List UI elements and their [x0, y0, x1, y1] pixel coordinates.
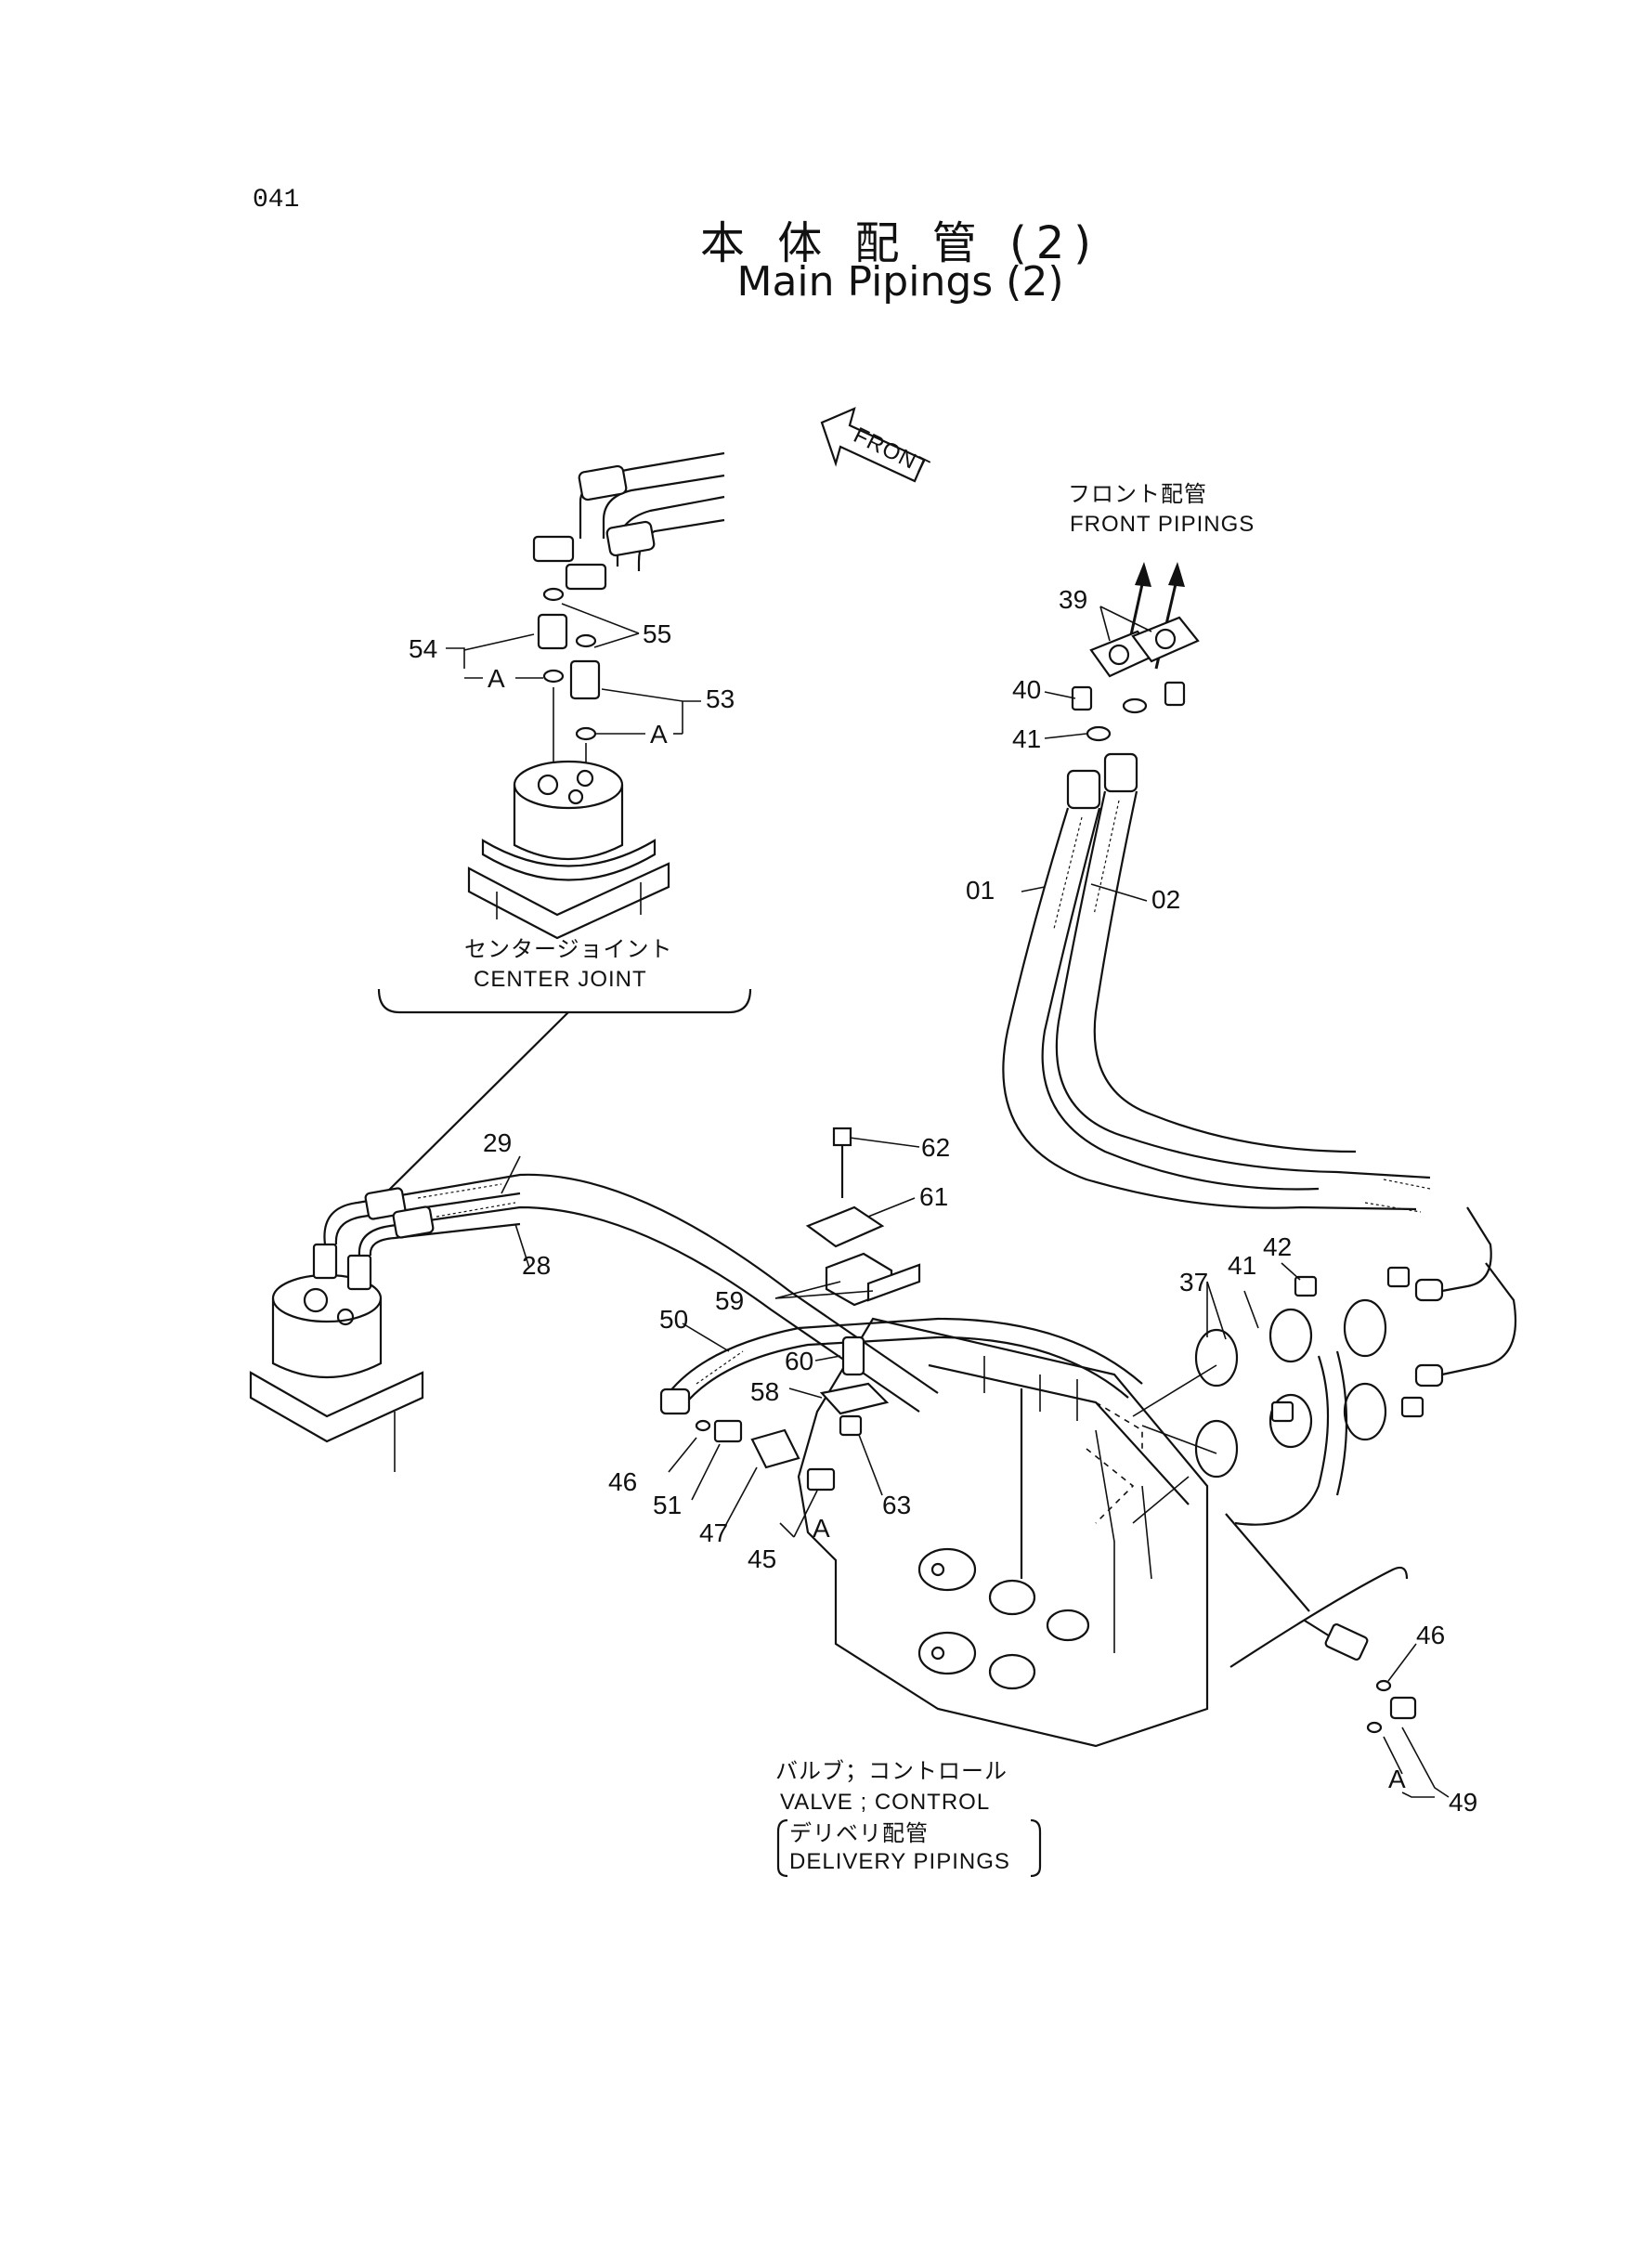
- callout-a-1: A: [488, 664, 505, 693]
- valve-caption-en: VALVE ; CONTROL: [780, 1790, 990, 1815]
- title-japanese: 本 体 配 管 (2): [699, 217, 1101, 269]
- callout-41-lower: 41: [1228, 1251, 1256, 1280]
- callout-55: 55: [643, 619, 671, 648]
- callout-37: 37: [1179, 1268, 1208, 1296]
- callout-61: 61: [919, 1182, 948, 1211]
- callout-01: 01: [966, 876, 995, 905]
- callout-63: 63: [882, 1491, 911, 1519]
- center-joint-caption-jp: センタージョイント: [464, 937, 673, 962]
- front-arrow-label: FRONT: [850, 423, 934, 481]
- callout-41-top: 41: [1012, 724, 1041, 753]
- delivery-caption-right-bracket: [1030, 1818, 1042, 1878]
- delivery-detail-leader: [1225, 1513, 1310, 1612]
- callout-46-left: 46: [608, 1467, 637, 1496]
- callout-02: 02: [1151, 885, 1180, 914]
- callout-a-4: A: [1388, 1765, 1406, 1793]
- delivery-detail-fittings: [1304, 1620, 1450, 1798]
- callout-51: 51: [653, 1491, 682, 1519]
- callout-47: 47: [699, 1518, 728, 1547]
- callout-58: 58: [750, 1377, 779, 1406]
- front-pipings-detail: [1002, 562, 1431, 1213]
- delivery-detail-bracket: [1229, 1566, 1409, 1668]
- callout-a-2: A: [650, 720, 668, 749]
- center-joint-leader: [371, 1011, 569, 1208]
- callout-29: 29: [483, 1128, 512, 1157]
- front-pipings-caption-en: FRONT PIPINGS: [1070, 512, 1255, 537]
- callout-53: 53: [706, 684, 735, 713]
- page-number: 041: [253, 186, 300, 215]
- callout-42: 42: [1263, 1232, 1292, 1261]
- control-valve-body: [797, 1317, 1209, 1748]
- callout-54: 54: [409, 634, 437, 663]
- center-joint-bracket: [377, 988, 752, 1014]
- center-joint-detail: [446, 451, 725, 940]
- callout-45: 45: [748, 1544, 776, 1573]
- callout-28: 28: [522, 1251, 551, 1280]
- callout-59: 59: [715, 1286, 744, 1315]
- center-joint-caption-en: CENTER JOINT: [474, 967, 647, 992]
- front-pipings-caption-jp: フロント配管: [1068, 482, 1207, 507]
- callout-60: 60: [785, 1347, 813, 1375]
- callout-50: 50: [659, 1305, 688, 1334]
- front-arrow-icon: FRONT: [820, 407, 934, 483]
- swivel-joint-lower: [249, 1243, 424, 1472]
- delivery-hose-50: [659, 1317, 1143, 1415]
- clamp-assembly: [774, 1127, 921, 1307]
- hoses-28-29: [323, 1155, 939, 1413]
- valve-caption-jp: バルブ；コントロール: [775, 1759, 1008, 1784]
- callout-62: 62: [921, 1133, 950, 1162]
- callout-49: 49: [1449, 1788, 1477, 1817]
- callout-40: 40: [1012, 675, 1041, 704]
- title-english: Main Pipings (2): [736, 258, 1064, 306]
- small-fittings: [668, 1335, 890, 1538]
- delivery-caption-jp: デリベリ配管: [789, 1821, 929, 1846]
- callout-39: 39: [1059, 585, 1087, 614]
- delivery-caption-en: DELIVERY PIPINGS: [789, 1849, 1010, 1874]
- callout-46-right: 46: [1416, 1621, 1445, 1649]
- valve-flange-connections: [1086, 1206, 1517, 1526]
- callout-a-3: A: [813, 1514, 830, 1543]
- delivery-caption-left-bracket: [776, 1818, 788, 1878]
